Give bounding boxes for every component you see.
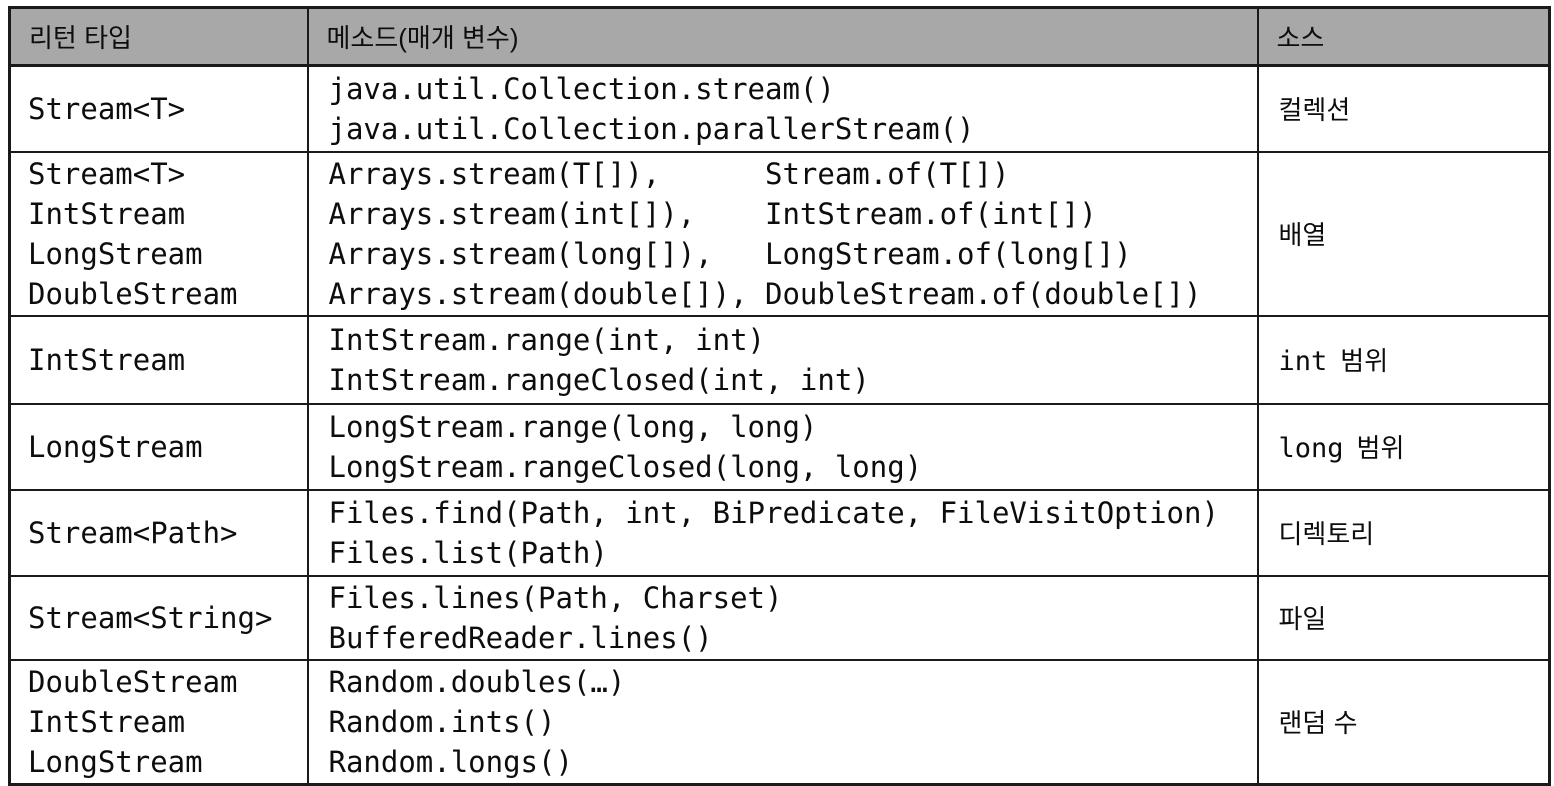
method-cell: IntStream.range(int, int) IntStream.rang… [306, 314, 1259, 405]
return-type-line: IntStream [28, 704, 186, 739]
method-line: Arrays.stream(long[]), LongStream.of(lon… [328, 236, 1132, 271]
source-cell: 배열 [1256, 150, 1551, 317]
source-label: 범위 [1340, 346, 1389, 376]
method-line: LongStream.range(long, long) [328, 409, 818, 444]
table-row-long-range: LongStream LongStream.range(long, long) … [8, 402, 1551, 491]
method-cell: Random.doubles(…) Random.ints() Random.l… [306, 658, 1259, 785]
source-code-part: long [1278, 433, 1344, 464]
method-line: LongStream.rangeClosed(long, long) [328, 449, 923, 484]
method-line: BufferedReader.lines() [328, 620, 713, 655]
header-cell-return-type: 리턴 타입 [8, 6, 309, 67]
table-row-array: Stream<T> IntStream LongStream DoubleStr… [8, 150, 1551, 317]
return-type-line: DoubleStream [28, 276, 238, 311]
header-cell-source: 소스 [1256, 6, 1551, 67]
return-type-cell: Stream<T> [8, 64, 309, 153]
return-type-line: LongStream [28, 744, 203, 779]
source-label: 랜덤 수 [1278, 708, 1358, 738]
method-cell: LongStream.range(long, long) LongStream.… [306, 402, 1259, 491]
source-cell: 컬렉션 [1256, 64, 1551, 153]
method-line: java.util.Collection.stream() [328, 71, 835, 106]
source-cell: 파일 [1256, 574, 1551, 661]
method-line: Random.doubles(…) [328, 664, 626, 699]
method-line: Random.longs() [328, 744, 573, 779]
return-type-line: Stream<Path> [28, 515, 238, 550]
return-type-cell: LongStream [8, 402, 309, 491]
return-type-cell: Stream<Path> [8, 488, 309, 577]
source-label: 배열 [1278, 220, 1327, 250]
table-row-directory: Stream<Path> Files.find(Path, int, BiPre… [8, 488, 1551, 577]
source-cell: long 범위 [1256, 402, 1551, 491]
return-type-line: Stream<T> [28, 91, 186, 126]
method-cell: java.util.Collection.stream() java.util.… [306, 64, 1259, 153]
method-line: IntStream.range(int, int) [328, 322, 766, 357]
source-label: 범위 [1356, 433, 1405, 463]
source-cell: int 범위 [1256, 314, 1551, 405]
source-label: 컬렉션 [1278, 95, 1351, 126]
header-cell-method: 메소드(매개 변수) [306, 6, 1259, 67]
source-cell: 디렉토리 [1256, 488, 1551, 577]
source-cell: 랜덤 수 [1256, 658, 1551, 785]
method-line: java.util.Collection.parallerStream() [328, 111, 975, 146]
return-type-line: LongStream [28, 236, 203, 271]
method-cell: Arrays.stream(T[]), Stream.of(T[]) Array… [306, 150, 1259, 317]
java-stream-sources-table: 리턴 타입 메소드(매개 변수) 소스 Stream<T> java.util.… [8, 6, 1551, 786]
method-line: Files.lines(Path, Charset) [328, 580, 783, 615]
method-line: IntStream.rangeClosed(int, int) [328, 362, 870, 397]
return-type-line: DoubleStream [28, 664, 238, 699]
method-line: Arrays.stream(T[]), Stream.of(T[]) [328, 156, 1010, 191]
method-cell: Files.lines(Path, Charset) BufferedReade… [306, 574, 1259, 661]
source-label: 파일 [1278, 604, 1327, 634]
return-type-line: Stream<T> [28, 156, 186, 191]
return-type-cell: IntStream [8, 314, 309, 405]
return-type-line: IntStream [28, 196, 186, 231]
method-line: Arrays.stream(double[]), DoubleStream.of… [328, 276, 1202, 311]
source-code-part: int [1278, 346, 1328, 377]
method-line: Files.find(Path, int, BiPredicate, FileV… [328, 495, 1219, 530]
source-label: 디렉토리 [1278, 519, 1375, 549]
return-type-line: Stream<String> [28, 600, 273, 635]
method-line: Random.ints() [328, 704, 556, 739]
return-type-cell: Stream<T> IntStream LongStream DoubleStr… [8, 150, 309, 317]
table-row-collection: Stream<T> java.util.Collection.stream() … [8, 64, 1551, 153]
method-cell: Files.find(Path, int, BiPredicate, FileV… [306, 488, 1259, 577]
method-line: Arrays.stream(int[]), IntStream.of(int[]… [328, 196, 1097, 231]
table-row-file: Stream<String> Files.lines(Path, Charset… [8, 574, 1551, 661]
method-line: Files.list(Path) [328, 535, 608, 570]
table-row-random: DoubleStream IntStream LongStream Random… [8, 658, 1551, 785]
return-type-cell: Stream<String> [8, 574, 309, 661]
header-row: 리턴 타입 메소드(매개 변수) 소스 [8, 6, 1551, 67]
return-type-line: IntStream [28, 342, 186, 377]
return-type-cell: DoubleStream IntStream LongStream [8, 658, 309, 785]
table-row-int-range: IntStream IntStream.range(int, int) IntS… [8, 314, 1551, 405]
return-type-line: LongStream [28, 429, 203, 464]
